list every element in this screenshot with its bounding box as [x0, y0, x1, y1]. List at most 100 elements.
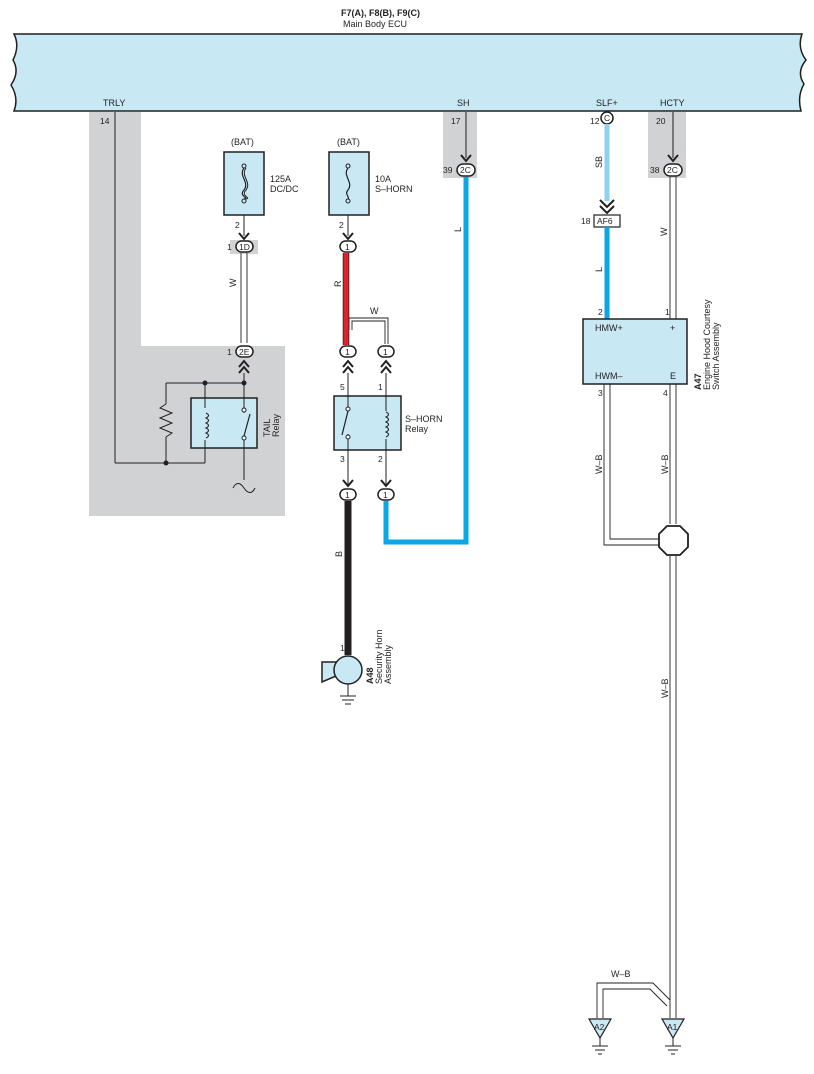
switch-pin2: 2: [598, 307, 603, 317]
wire-r-label: R: [333, 280, 343, 287]
fuse-125a-name: DC/DC: [270, 184, 299, 194]
tail-relay-nodes: [163, 380, 247, 466]
connector-2e: [235, 345, 254, 374]
connector-2c-hcty-pin: 38: [650, 165, 660, 175]
wire-l-sh-label: L: [453, 227, 463, 232]
terminal-trly: TRLY: [103, 98, 125, 108]
shorn-relay: [333, 395, 402, 451]
connector-relay-out-2: [377, 479, 395, 501]
shorn-relay-pin2: 2: [378, 454, 383, 464]
switch-term-hmwp: HMW+: [595, 323, 623, 333]
connector-2c-sh-pin: 39: [443, 165, 453, 175]
connector-relay-in-1-code: 1: [383, 347, 388, 357]
connector-fuse-out: [339, 240, 357, 253]
shorn-relay-pin3: 3: [340, 454, 345, 464]
main-body-ecu: [10, 33, 807, 112]
wire-wb-label-2: W–B: [660, 454, 670, 474]
horn-pin: 1: [340, 643, 345, 653]
connector-2e-code: 2E: [239, 347, 250, 357]
pin-trly: 14: [100, 116, 110, 126]
switch-code: A47: [693, 373, 703, 390]
tail-relay: [190, 397, 258, 449]
connector-2e-pin: 1: [227, 347, 232, 357]
ground-a1: [660, 1018, 686, 1055]
shorn-relay-name: S–HORN: [405, 414, 443, 424]
wire-w-relay: [348, 317, 389, 344]
switch-term-e: E: [670, 371, 676, 381]
splice-junction: [658, 525, 689, 556]
fuse-125a-wire: [238, 215, 250, 241]
ground-a2: [587, 1018, 613, 1055]
hcty-wire-black: [667, 112, 679, 163]
connector-fuse-out-code: 1: [345, 242, 350, 252]
wire-w-1d-2e: [240, 253, 248, 343]
terminal-slf: SLF+: [596, 98, 618, 108]
connector-af6: [593, 199, 621, 228]
connector-relay-in-5: [339, 345, 357, 374]
wire-sb-label: SB: [594, 156, 604, 168]
security-horn: [321, 655, 363, 705]
connector-relay-out-2-code: 1: [383, 490, 388, 500]
connector-relay-out-3: [339, 479, 357, 501]
fuse-10a-pin: 2: [339, 220, 344, 230]
connector-1d: [235, 240, 254, 253]
shorn-relay-pin1: 1: [378, 382, 383, 392]
wire-wb-label-3: W–B: [660, 678, 670, 698]
horn-name-2: Assembly: [383, 644, 393, 684]
fuse-10a-wire: [342, 215, 354, 241]
tail-relay-name-2: Relay: [271, 413, 281, 437]
ground-a1-label: A1: [667, 1022, 678, 1032]
wire-w-relay-label: W: [370, 306, 379, 316]
ground-a2-label: A2: [594, 1022, 605, 1032]
shorn-relay-name-2: Relay: [405, 424, 429, 434]
fuse-10a-name: S–HORN: [375, 184, 413, 194]
switch-term-hwmm: HWM–: [595, 371, 623, 381]
ecu-subtitle: Main Body ECU: [343, 19, 407, 29]
connector-c-slf-code: C: [604, 113, 610, 123]
wire-w-hcty-label: W: [659, 227, 669, 236]
wire-w-label-tail: W: [228, 278, 238, 287]
horn-code: A48: [365, 667, 375, 684]
wire-w-hcty: [669, 177, 677, 319]
switch-pin3: 3: [598, 388, 603, 398]
shorn-relay-leads: [347, 373, 387, 485]
fuse-10a: [328, 151, 370, 216]
fuse-10a-bat-label: (BAT): [337, 137, 360, 147]
connector-2c-sh-code: 2C: [460, 165, 471, 175]
wire-b-label: B: [334, 551, 344, 557]
fuse-125a-pin: 2: [235, 220, 240, 230]
wire-l-slf-label: L: [594, 267, 604, 272]
fuse-125a-bat-label: (BAT): [231, 137, 254, 147]
fuse-125a: [223, 151, 265, 216]
wire-l-sh: [383, 177, 469, 545]
terminal-hcty: HCTY: [660, 98, 685, 108]
connector-1d-code: 1D: [239, 242, 250, 252]
switch-term-plus: +: [670, 323, 675, 333]
connector-af6-code: AF6: [597, 216, 613, 226]
tail-relay-name: TAIL: [262, 419, 272, 437]
connector-relay-in-5-code: 1: [345, 347, 350, 357]
connector-2c-sh: [456, 163, 476, 177]
connector-af6-pin: 18: [581, 216, 591, 226]
wire-wb-network: [596, 384, 677, 1018]
switch-pin1: 1: [665, 307, 670, 317]
connector-2c-hcty: [663, 163, 683, 177]
switch-name-2: Switch Assembly: [711, 322, 721, 390]
terminal-sh: SH: [457, 98, 470, 108]
sh-wire-black: [460, 112, 472, 163]
pin-hcty: 20: [656, 116, 666, 126]
engine-hood-courtesy-switch: [582, 318, 688, 385]
pin-sh: 17: [451, 116, 461, 126]
connector-2c-hcty-code: 2C: [667, 165, 678, 175]
shorn-relay-pin5: 5: [340, 382, 345, 392]
switch-name: Engine Hood Courtesy: [702, 299, 712, 390]
connector-relay-in-1: [377, 345, 395, 374]
wire-wb-label-4: W–B: [611, 969, 631, 979]
horn-name: Security Horn: [374, 629, 384, 684]
fuse-10a-rating: 10A: [375, 174, 391, 184]
pin-slf: 12: [590, 116, 600, 126]
connector-relay-out-3-code: 1: [345, 490, 350, 500]
trly-wire: [114, 112, 205, 464]
fuse-125a-rating: 125A: [270, 174, 291, 184]
